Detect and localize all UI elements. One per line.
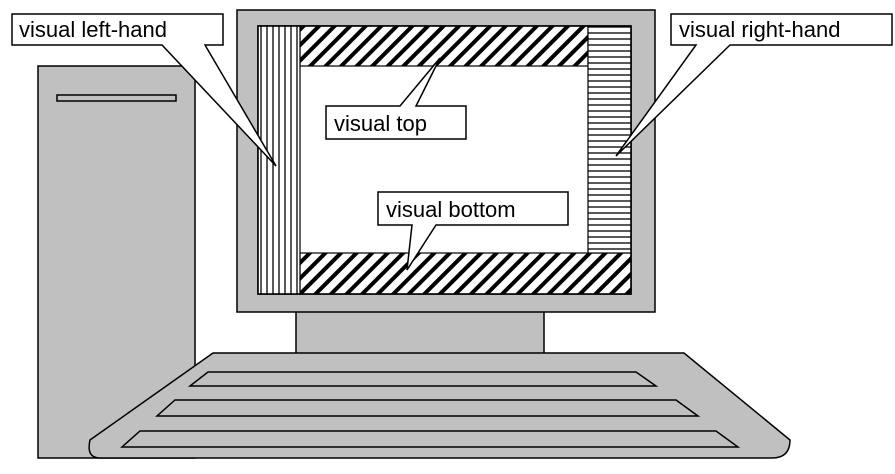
keyboard-row-1 <box>187 371 659 387</box>
screen-left-region <box>257 25 301 295</box>
screen-bottom-region <box>299 252 632 295</box>
screen-right-region <box>587 25 632 254</box>
keyboard-row-2 <box>155 399 701 417</box>
callout-right-hand: visual right-hand <box>615 13 893 157</box>
callout-top: visual top <box>325 57 467 140</box>
callout-bottom: visual bottom <box>377 191 569 271</box>
label-left-hand: visual left-hand <box>19 17 167 42</box>
screen-top-region <box>299 25 589 67</box>
callout-left-hand: visual left-hand <box>11 13 277 167</box>
screen-area <box>257 25 632 295</box>
label-top: visual top <box>334 111 427 136</box>
tower-drive-slot <box>56 94 177 102</box>
label-right-hand: visual right-hand <box>679 17 840 42</box>
label-bottom: visual bottom <box>386 197 516 222</box>
keyboard-row-3 <box>120 430 741 448</box>
